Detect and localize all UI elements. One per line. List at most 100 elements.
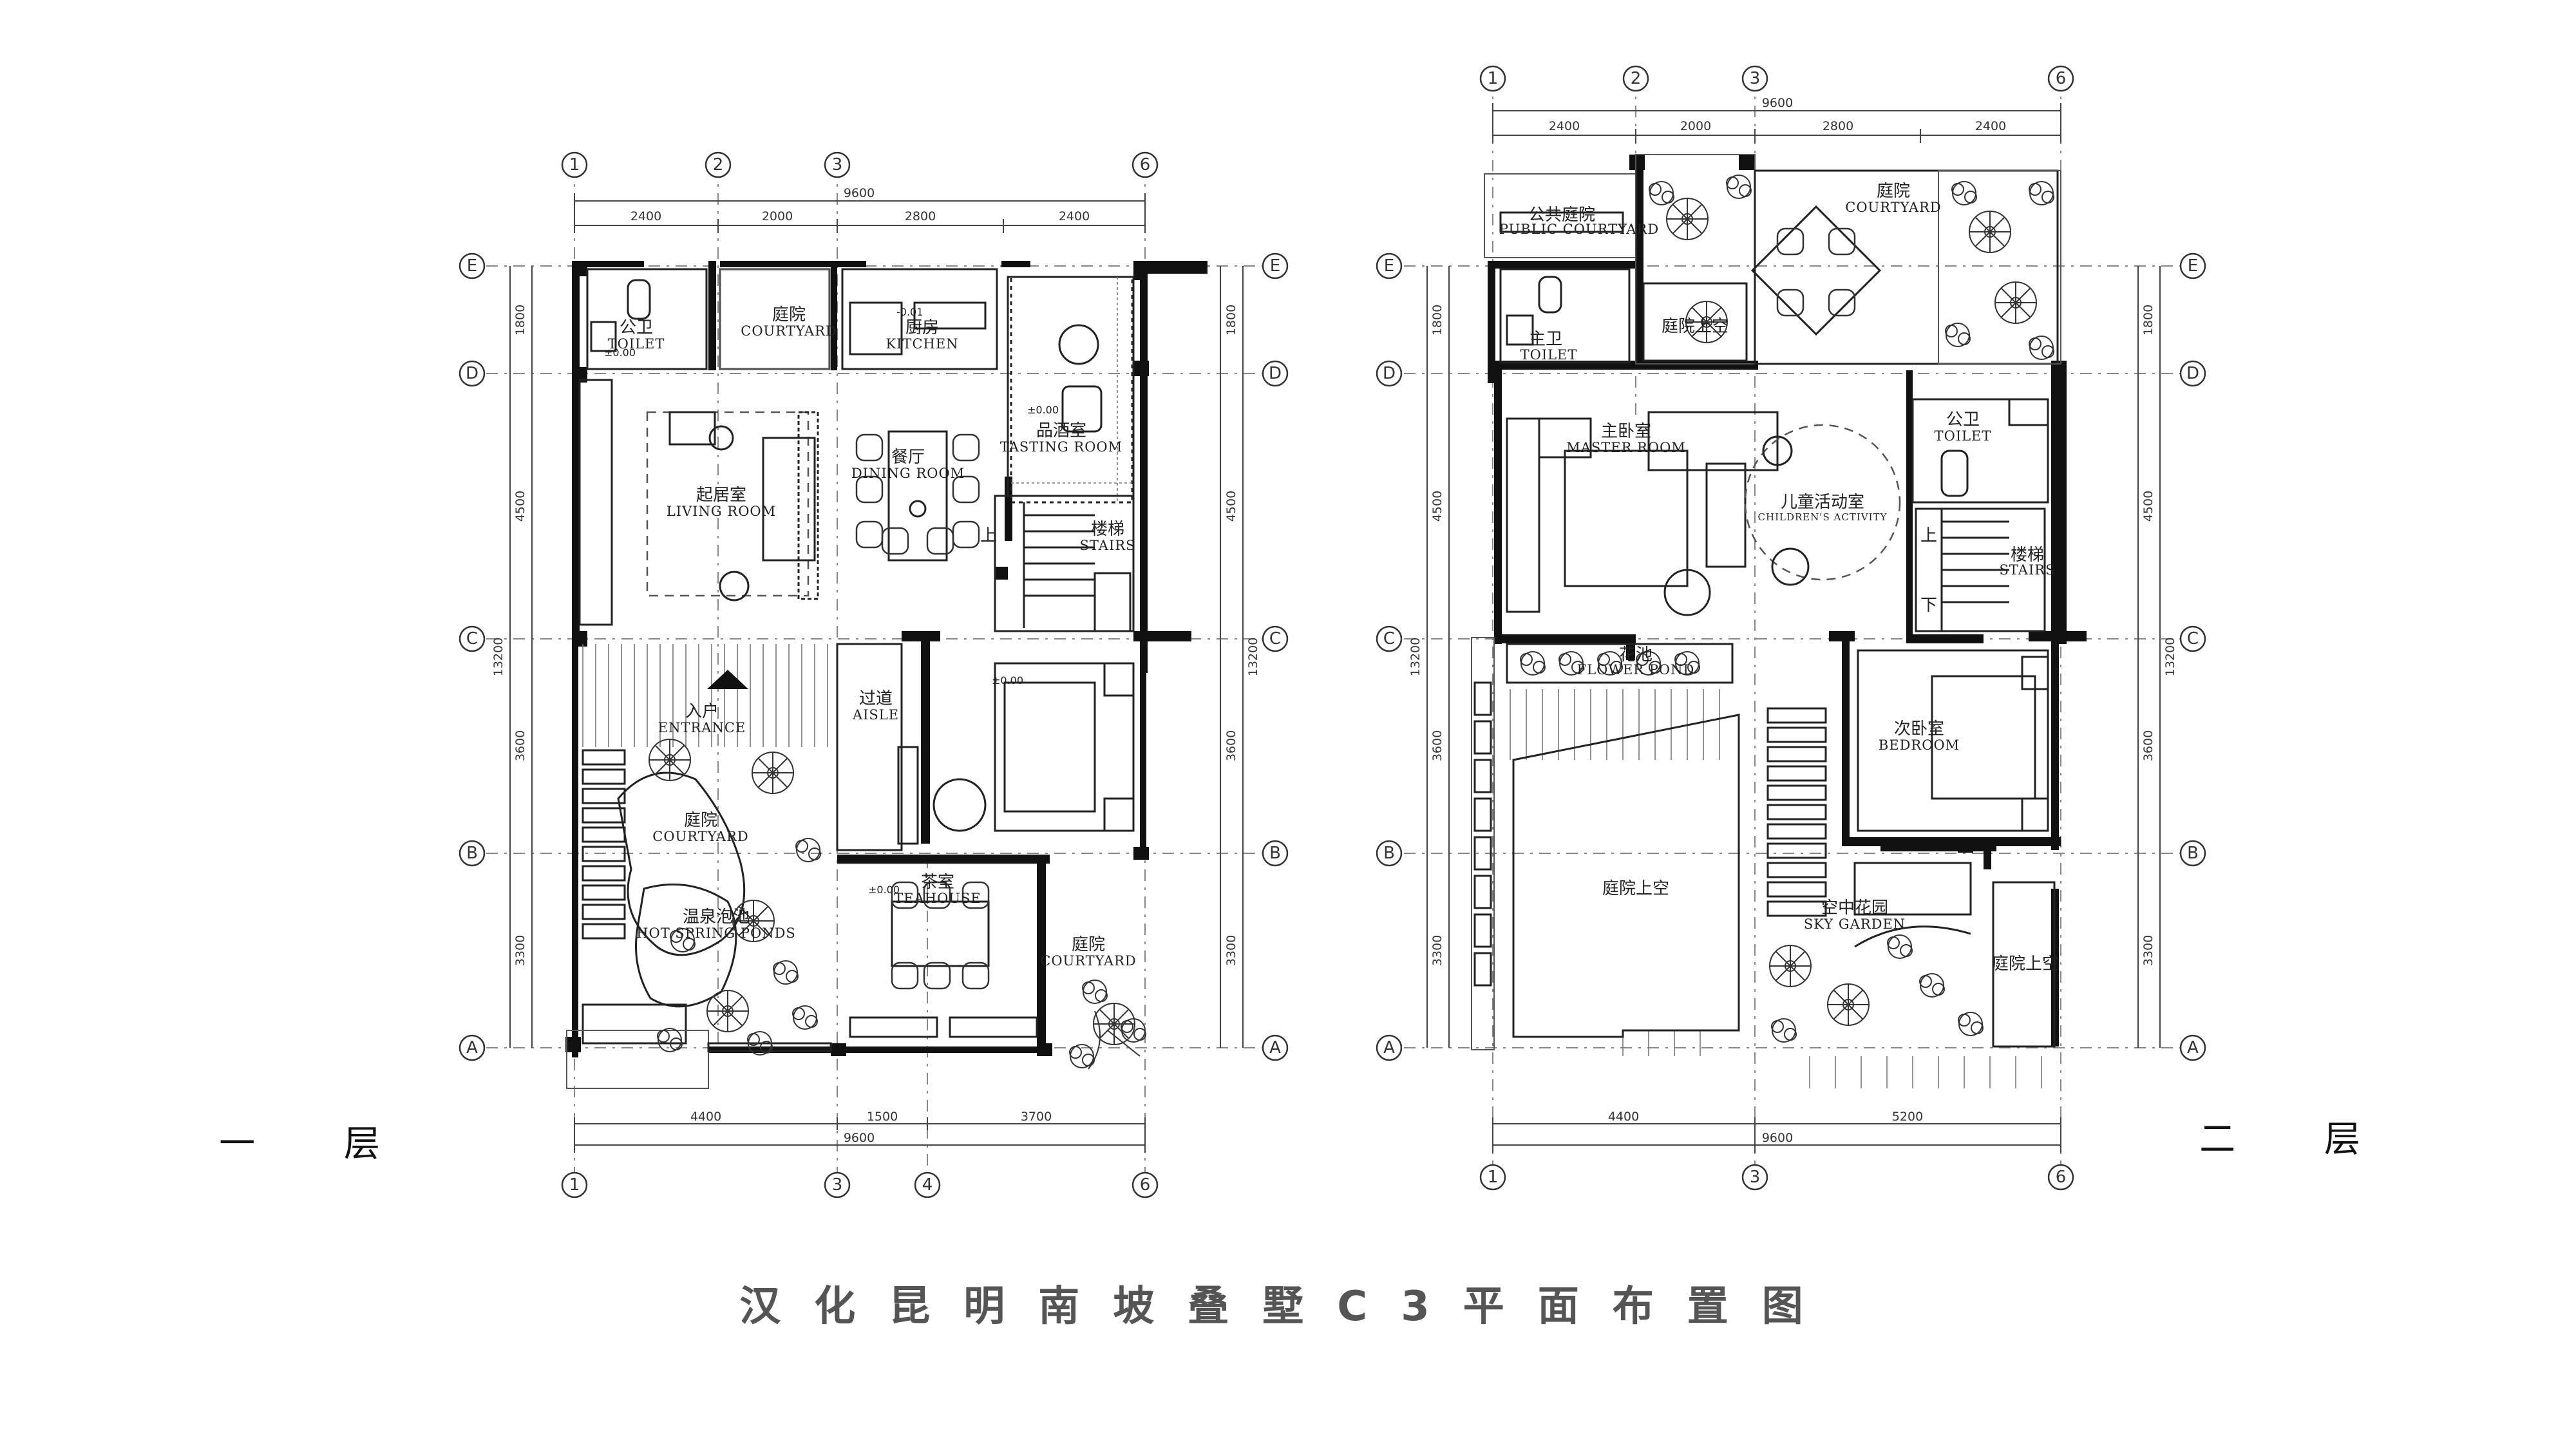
dim-top-3: 2800 [905, 209, 936, 223]
dim-side-3: 3600 [513, 730, 527, 761]
axis-label: A [1269, 1038, 1281, 1057]
level-mark: ±0.00 [992, 674, 1023, 687]
axis-label: 1 [569, 155, 580, 175]
axis-label: 1 [1488, 1168, 1499, 1187]
dim-top-4: 2400 [1975, 119, 2006, 133]
axis-label: 3 [832, 1175, 843, 1195]
floor-2-walls [1488, 155, 2087, 1046]
room-living-en: LIVING ROOM [667, 504, 776, 519]
room-courtyard-zh: 庭院 [1877, 182, 1910, 201]
room-courtyard-zh: 庭院 [772, 305, 806, 325]
room-entrance-zh: 入户 [685, 702, 719, 721]
room-void-1: 庭院上空 [1662, 317, 1728, 336]
room-void-3: 庭院上空 [1992, 954, 2059, 974]
dim-bottom-3: 3700 [1021, 1110, 1052, 1124]
level-mark: ±0.00 [868, 884, 900, 896]
floor-1-top-axes: 1 2 3 6 [561, 151, 1159, 178]
dim-side-2: 4500 [2141, 491, 2155, 522]
axis-label: D [2186, 364, 2199, 383]
dim-top-1: 2400 [1549, 119, 1580, 133]
drawing-title: 汉化昆明南坡叠墅C3平面布置图 [739, 1283, 1837, 1331]
axis-label: 6 [2056, 69, 2067, 88]
axis-label: B [2187, 844, 2199, 863]
level-mark: -0.01 [896, 306, 923, 318]
room-teahouse-zh: 茶室 [921, 873, 954, 892]
room-dining-en: DINING ROOM [851, 466, 965, 481]
axis-label: 2 [713, 155, 724, 175]
floor-2-top-dimensions: 9600 2400 2000 2800 2400 [1492, 96, 2061, 143]
floor-2-room-labels: 公共庭院 PUBLIC COURTYARD 庭院 COURTYARD 主卫 TO… [1499, 182, 2059, 974]
dim-top-total: 9600 [1762, 96, 1793, 110]
room-toilet-en: TOILET [1935, 428, 1992, 444]
axis-label: B [466, 844, 478, 863]
axis-label: C [1383, 629, 1395, 649]
room-toilet-en: TOILET [608, 336, 665, 352]
room-dining-zh: 餐厅 [891, 448, 925, 467]
axis-label: E [1270, 256, 1280, 276]
axis-label: B [1269, 844, 1281, 863]
dim-side-1: 1800 [2141, 305, 2155, 336]
room-bedroom-zh: 次卧室 [1894, 719, 1944, 739]
dim-side-2: 4500 [513, 491, 527, 522]
floor-1-plan: 9600 2400 2000 2800 2400 1 2 3 6 E D C B… [219, 151, 1289, 1198]
floor-1-side-axes: E D C B A E D C B A [459, 252, 1289, 1061]
room-living-zh: 起居室 [696, 486, 746, 505]
room-toilet-zh: 公卫 [1946, 410, 1980, 430]
axis-label: C [466, 629, 478, 649]
floor-1-walls [565, 261, 1208, 1057]
dim-side-1: 1800 [1430, 305, 1444, 336]
level-mark: ±0.00 [1027, 404, 1059, 416]
dim-side-1: 1800 [513, 305, 527, 336]
axis-label: 6 [2056, 1168, 2067, 1187]
room-flower-pond-zh: 花池 [1619, 645, 1653, 665]
dim-side-4: 3300 [1430, 935, 1444, 966]
room-master-toilet-en: TOILET [1520, 347, 1578, 363]
floor-2-side-axes: E D C B A E D C B A [1376, 252, 2206, 1061]
dim-top-2: 2000 [762, 209, 793, 223]
floor-2-top-axes: 1 2 3 6 [1479, 65, 2074, 92]
dim-side-3: 3600 [2141, 730, 2155, 761]
dim-top-1: 2400 [630, 209, 661, 223]
room-sky-garden-en: SKY GARDEN [1804, 916, 1906, 932]
dim-top-total: 9600 [844, 186, 875, 200]
room-sky-garden-zh: 空中花园 [1821, 898, 1888, 918]
dim-top-2: 2000 [1680, 119, 1711, 133]
stair-up-label: 上 [1920, 526, 1937, 545]
room-stairs-en: STAIRS [1080, 538, 1136, 553]
dim-side-3: 3600 [1430, 730, 1444, 761]
room-master-zh: 主卧室 [1601, 422, 1651, 441]
dim-side-2: 4500 [1224, 491, 1238, 522]
level-mark: ±0.00 [604, 346, 636, 359]
room-courtyard-e-en: COURTYARD [1040, 953, 1136, 969]
axis-label: E [1384, 256, 1394, 276]
axis-label: D [466, 364, 478, 383]
room-void-2: 庭院上空 [1602, 879, 1669, 898]
axis-label: C [1269, 629, 1281, 649]
axis-label: 3 [1750, 69, 1761, 88]
entrance-deck [582, 644, 828, 747]
floor-1-side-dimensions: 1800 4500 3600 3300 13200 1800 4500 3600… [491, 266, 1260, 1048]
axis-label: A [466, 1038, 478, 1057]
room-master-toilet-zh: 主卫 [1529, 330, 1562, 349]
dim-side-total: 13200 [2163, 638, 2177, 676]
floor-2-plan: 9600 2400 2000 2800 2400 1 2 3 6 E D C B… [1376, 65, 2399, 1191]
axis-label: 6 [1140, 1175, 1151, 1195]
axis-label: 1 [569, 1175, 580, 1195]
room-teahouse-en: TEAHOUSE [894, 891, 981, 906]
dim-side-total: 13200 [1246, 638, 1260, 676]
floor-2-side-dimensions: 1800 4500 3600 3300 13200 1800 4500 3600… [1408, 266, 2177, 1048]
floor-1-bottom-dimensions: 4400 1500 3700 9600 1 3 4 6 [561, 1110, 1159, 1198]
dim-side-4: 3300 [1224, 935, 1238, 966]
floor-2-label: 二 层 [2199, 1119, 2399, 1160]
floor-1-grid-lines [486, 166, 1285, 1179]
floor-2-deck [1510, 689, 2042, 1088]
dim-side-3: 3600 [1224, 730, 1238, 761]
stair-up-label: 上 [980, 526, 997, 545]
room-flower-pond-en: FLOWER POND [1577, 662, 1695, 677]
room-bedroom-en: BEDROOM [1879, 737, 1960, 753]
room-kitchen-zh: 厨房 [905, 318, 939, 337]
axis-label: 1 [1488, 69, 1499, 88]
room-public-courtyard-en: PUBLIC COURTYARD [1499, 222, 1659, 237]
axis-label: E [467, 256, 477, 276]
